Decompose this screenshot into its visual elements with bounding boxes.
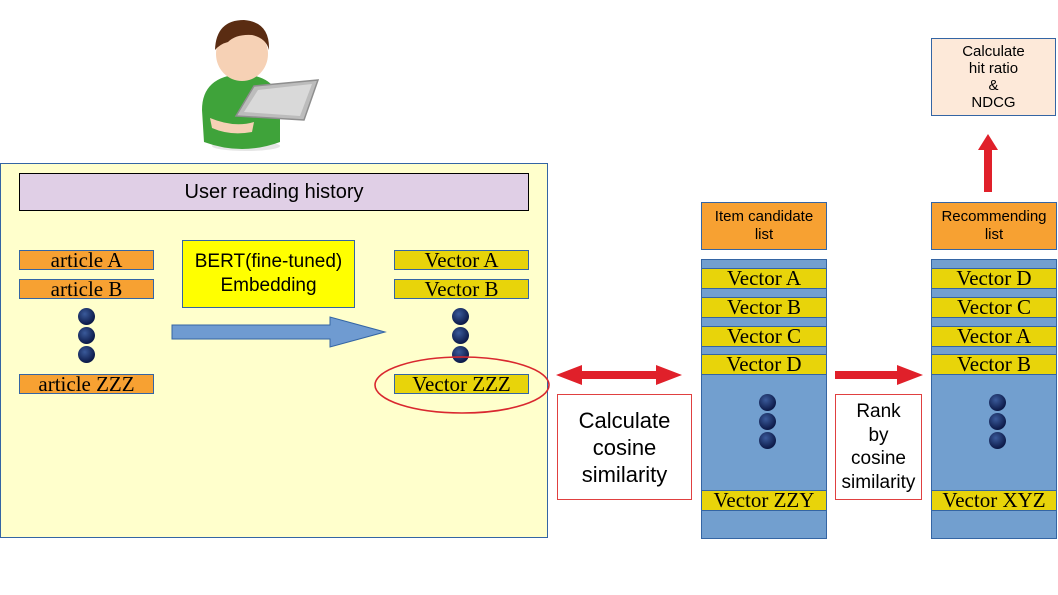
label-line: similarity (581, 461, 668, 487)
recommend-vector-d: Vector D (931, 266, 1057, 290)
metrics-line: NDCG (971, 94, 1016, 111)
history-vector-b: Vector B (394, 277, 529, 301)
label-line: cosine (851, 448, 906, 469)
recommend-vector-a: Vector A (931, 324, 1057, 348)
metrics-line: & (988, 77, 999, 94)
label-line: similarity (841, 471, 916, 493)
candidate-vector-c: Vector C (701, 324, 827, 348)
header-line: list (984, 226, 1004, 243)
recommend-vector-xyz: Vector XYZ (931, 488, 1057, 512)
label-line: Rank (856, 401, 901, 422)
metrics-line: Calculate (962, 43, 1025, 60)
rank-by-cosine-label: Rank by cosine similarity (835, 394, 922, 500)
cosine-similarity-label: Calculate cosine similarity (557, 394, 692, 500)
metrics-line: hit ratio (968, 60, 1019, 77)
bert-embedding-box: BERT(fine-tuned) Embedding (182, 240, 355, 308)
candidate-vector-zzy: Vector ZZY (701, 488, 827, 512)
metrics-box: Calculate hit ratio & NDCG (931, 38, 1056, 116)
header-line: list (754, 226, 774, 243)
metrics-up-arrow (978, 134, 998, 192)
highlight-ellipse (374, 356, 550, 414)
label-line: Calculate (578, 407, 671, 433)
similarity-double-arrow (556, 365, 682, 385)
ellipsis-dot (759, 432, 776, 449)
ellipsis-dot (989, 432, 1006, 449)
header-line: Item candidate (714, 208, 814, 225)
label-line: cosine (592, 434, 657, 460)
ellipsis-dot (452, 346, 469, 363)
ellipsis-dot (452, 327, 469, 344)
recommend-vector-b: Vector B (931, 352, 1057, 376)
ellipsis-dot (759, 413, 776, 430)
rank-arrow (835, 365, 923, 385)
embedding-label: Embedding (220, 275, 317, 296)
bert-label: BERT(fine-tuned) (194, 251, 343, 272)
recommend-vector-c: Vector C (931, 295, 1057, 319)
ellipsis-dot (452, 308, 469, 325)
candidate-vector-d: Vector D (701, 352, 827, 376)
article-a: article A (19, 248, 154, 272)
article-b: article B (19, 277, 154, 301)
recommending-list-header: Recommending list (931, 202, 1057, 250)
ellipsis-dot (78, 346, 95, 363)
label-line: by (868, 424, 889, 446)
ellipsis-dot (759, 394, 776, 411)
reading-history-title: User reading history (19, 173, 529, 211)
ellipsis-dot (989, 394, 1006, 411)
user-with-laptop-icon (202, 20, 320, 151)
embedding-arrow (171, 316, 387, 348)
history-vector-a: Vector A (394, 248, 529, 272)
candidate-vector-a: Vector A (701, 266, 827, 290)
ellipsis-dot (989, 413, 1006, 430)
ellipsis-dot (78, 327, 95, 344)
ellipsis-dot (78, 308, 95, 325)
article-zzz: article ZZZ (19, 372, 154, 396)
header-line: Recommending (941, 208, 1047, 225)
candidate-list-header: Item candidate list (701, 202, 827, 250)
candidate-vector-b: Vector B (701, 295, 827, 319)
history-vector-zzz: Vector ZZZ (394, 372, 529, 396)
